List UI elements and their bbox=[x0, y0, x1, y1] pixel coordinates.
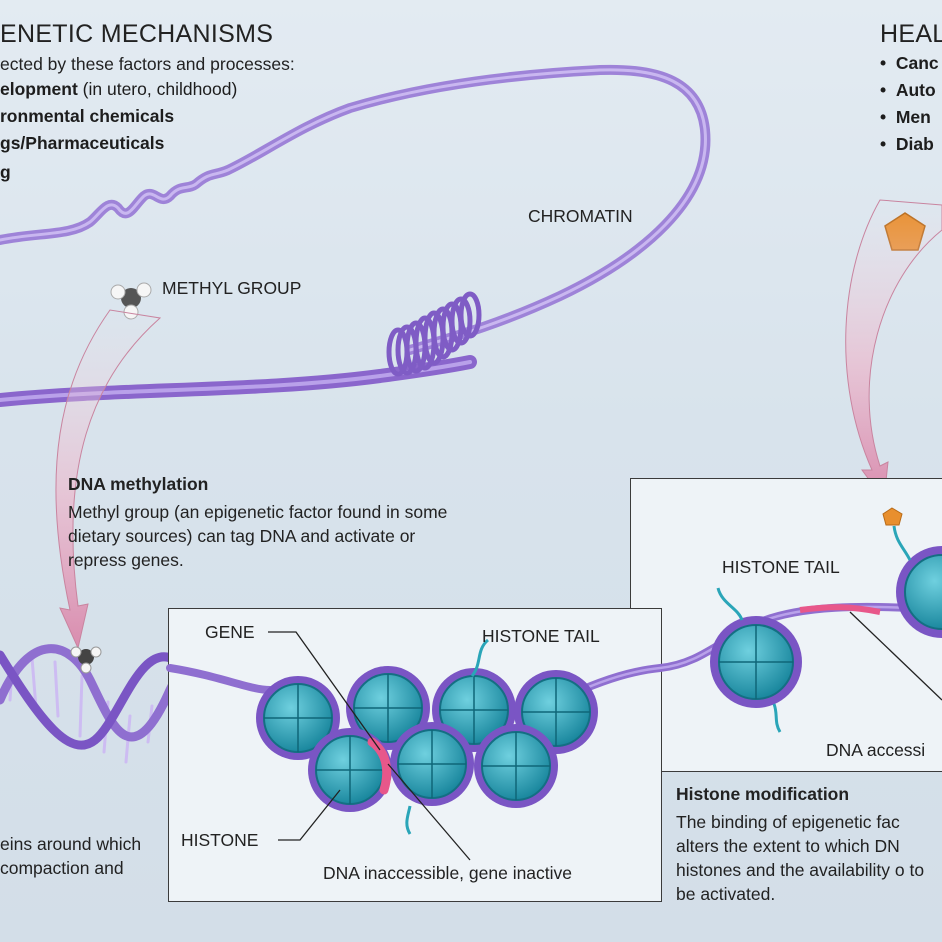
histone-cluster bbox=[256, 666, 598, 812]
histone-tail-right-strand bbox=[716, 587, 744, 621]
page-title-right: HEAL bbox=[880, 20, 942, 48]
histone-modification-heading: Histone modification bbox=[676, 784, 850, 804]
dna-inaccessible-label: DNA inaccessible, gene inactive bbox=[323, 863, 573, 883]
health-item: • Auto bbox=[880, 80, 936, 100]
histone-tail-center-label: HISTONE TAIL bbox=[482, 626, 600, 646]
chromatin-coil bbox=[386, 291, 482, 377]
bottom-left-text-line2: compaction and bbox=[0, 858, 124, 878]
health-item: • Diab bbox=[880, 134, 934, 154]
health-item: • Men bbox=[880, 107, 931, 127]
histone-tail-modified-strand bbox=[892, 525, 912, 561]
bound-factor-pentagon bbox=[882, 507, 903, 526]
subtitle-left: ected by these factors and processes: bbox=[0, 54, 295, 74]
page-title-left: ENETIC MECHANISMS bbox=[0, 20, 274, 48]
factor-item: elopment (in utero, childhood) bbox=[0, 79, 238, 99]
histone-label: HISTONE bbox=[181, 830, 259, 850]
histone-tail-bottom-strand bbox=[405, 805, 412, 835]
factors-list: elopment (in utero, childhood) ronmental… bbox=[0, 76, 237, 186]
factor-item: ronmental chemicals bbox=[0, 106, 175, 126]
chromatin-label: CHROMATIN bbox=[528, 206, 633, 226]
methyl-group-label: METHYL GROUP bbox=[162, 278, 302, 298]
gene-segment-center bbox=[367, 737, 392, 795]
factor-item: gs/Pharmaceuticals bbox=[0, 133, 165, 153]
gene-segment-right bbox=[799, 604, 881, 615]
dna-accessible-label: DNA accessi bbox=[826, 740, 926, 760]
histone-tail-right-label: HISTONE TAIL bbox=[722, 557, 840, 577]
health-list: • Canc • Auto • Men • Diab bbox=[880, 50, 939, 158]
histone-right bbox=[710, 546, 942, 708]
dna-methylation-body: Methyl group (an epigenetic factor found… bbox=[68, 502, 448, 570]
histone-tail-center-strand bbox=[470, 638, 490, 677]
histone-modification-body: The binding of epigenetic fac alters the… bbox=[676, 812, 925, 904]
gene-label: GENE bbox=[205, 622, 255, 642]
factor-item: g bbox=[0, 162, 11, 182]
leader-lines bbox=[268, 611, 942, 861]
histone-modification-inset bbox=[630, 478, 942, 772]
bottom-left-text-line1: eins around which bbox=[0, 834, 142, 854]
histone-tail-lower-strand bbox=[772, 703, 782, 733]
methylation-arrow bbox=[55, 309, 162, 650]
health-item: • Canc bbox=[880, 53, 939, 73]
methyl-group-on-dna bbox=[70, 646, 102, 674]
dna-methylation-heading: DNA methylation bbox=[68, 474, 209, 494]
